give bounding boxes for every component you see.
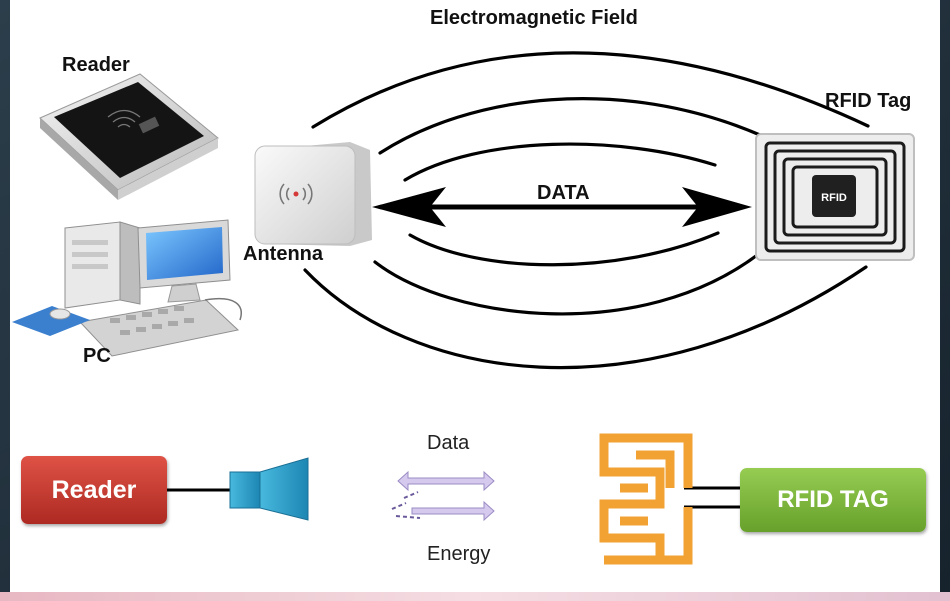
bottom-connectors — [166, 486, 742, 509]
reader-box: Reader — [21, 456, 167, 524]
field-line-bottom-2 — [373, 251, 762, 316]
field-line-bottom-3 — [303, 265, 868, 370]
rfid-tag-image: RFID — [755, 133, 915, 261]
antenna-image — [254, 142, 372, 246]
field-lines — [303, 51, 870, 370]
tag-chip-label: RFID — [821, 192, 847, 204]
horn-antenna-icon — [229, 457, 309, 521]
bottom-strip — [0, 592, 950, 601]
rfid-tag-label: RFID Tag — [825, 90, 912, 112]
pc-label: PC — [83, 345, 111, 367]
rfid-tag-box: RFID TAG — [740, 468, 926, 532]
field-line-top-1 — [311, 51, 870, 129]
reader-label: Reader — [62, 54, 130, 76]
data-energy-arrows — [391, 470, 495, 522]
data-arrow-label: DATA — [537, 182, 590, 204]
field-line-top-3 — [403, 142, 717, 182]
reader-device-image — [39, 73, 219, 200]
data-double-arrow — [372, 187, 752, 227]
antenna-label: Antenna — [243, 243, 323, 265]
electromagnetic-field-label: Electromagnetic Field — [430, 7, 638, 29]
data-flow-label: Data — [427, 432, 470, 454]
rfid-tag-box-label: RFID TAG — [777, 486, 889, 513]
pc-image — [12, 219, 242, 357]
reader-box-label: Reader — [51, 475, 137, 504]
field-line-top-2 — [378, 97, 762, 155]
energy-flow-label: Energy — [427, 543, 491, 565]
tag-coil-antenna-icon — [599, 433, 693, 565]
field-line-bottom-1 — [408, 231, 720, 267]
